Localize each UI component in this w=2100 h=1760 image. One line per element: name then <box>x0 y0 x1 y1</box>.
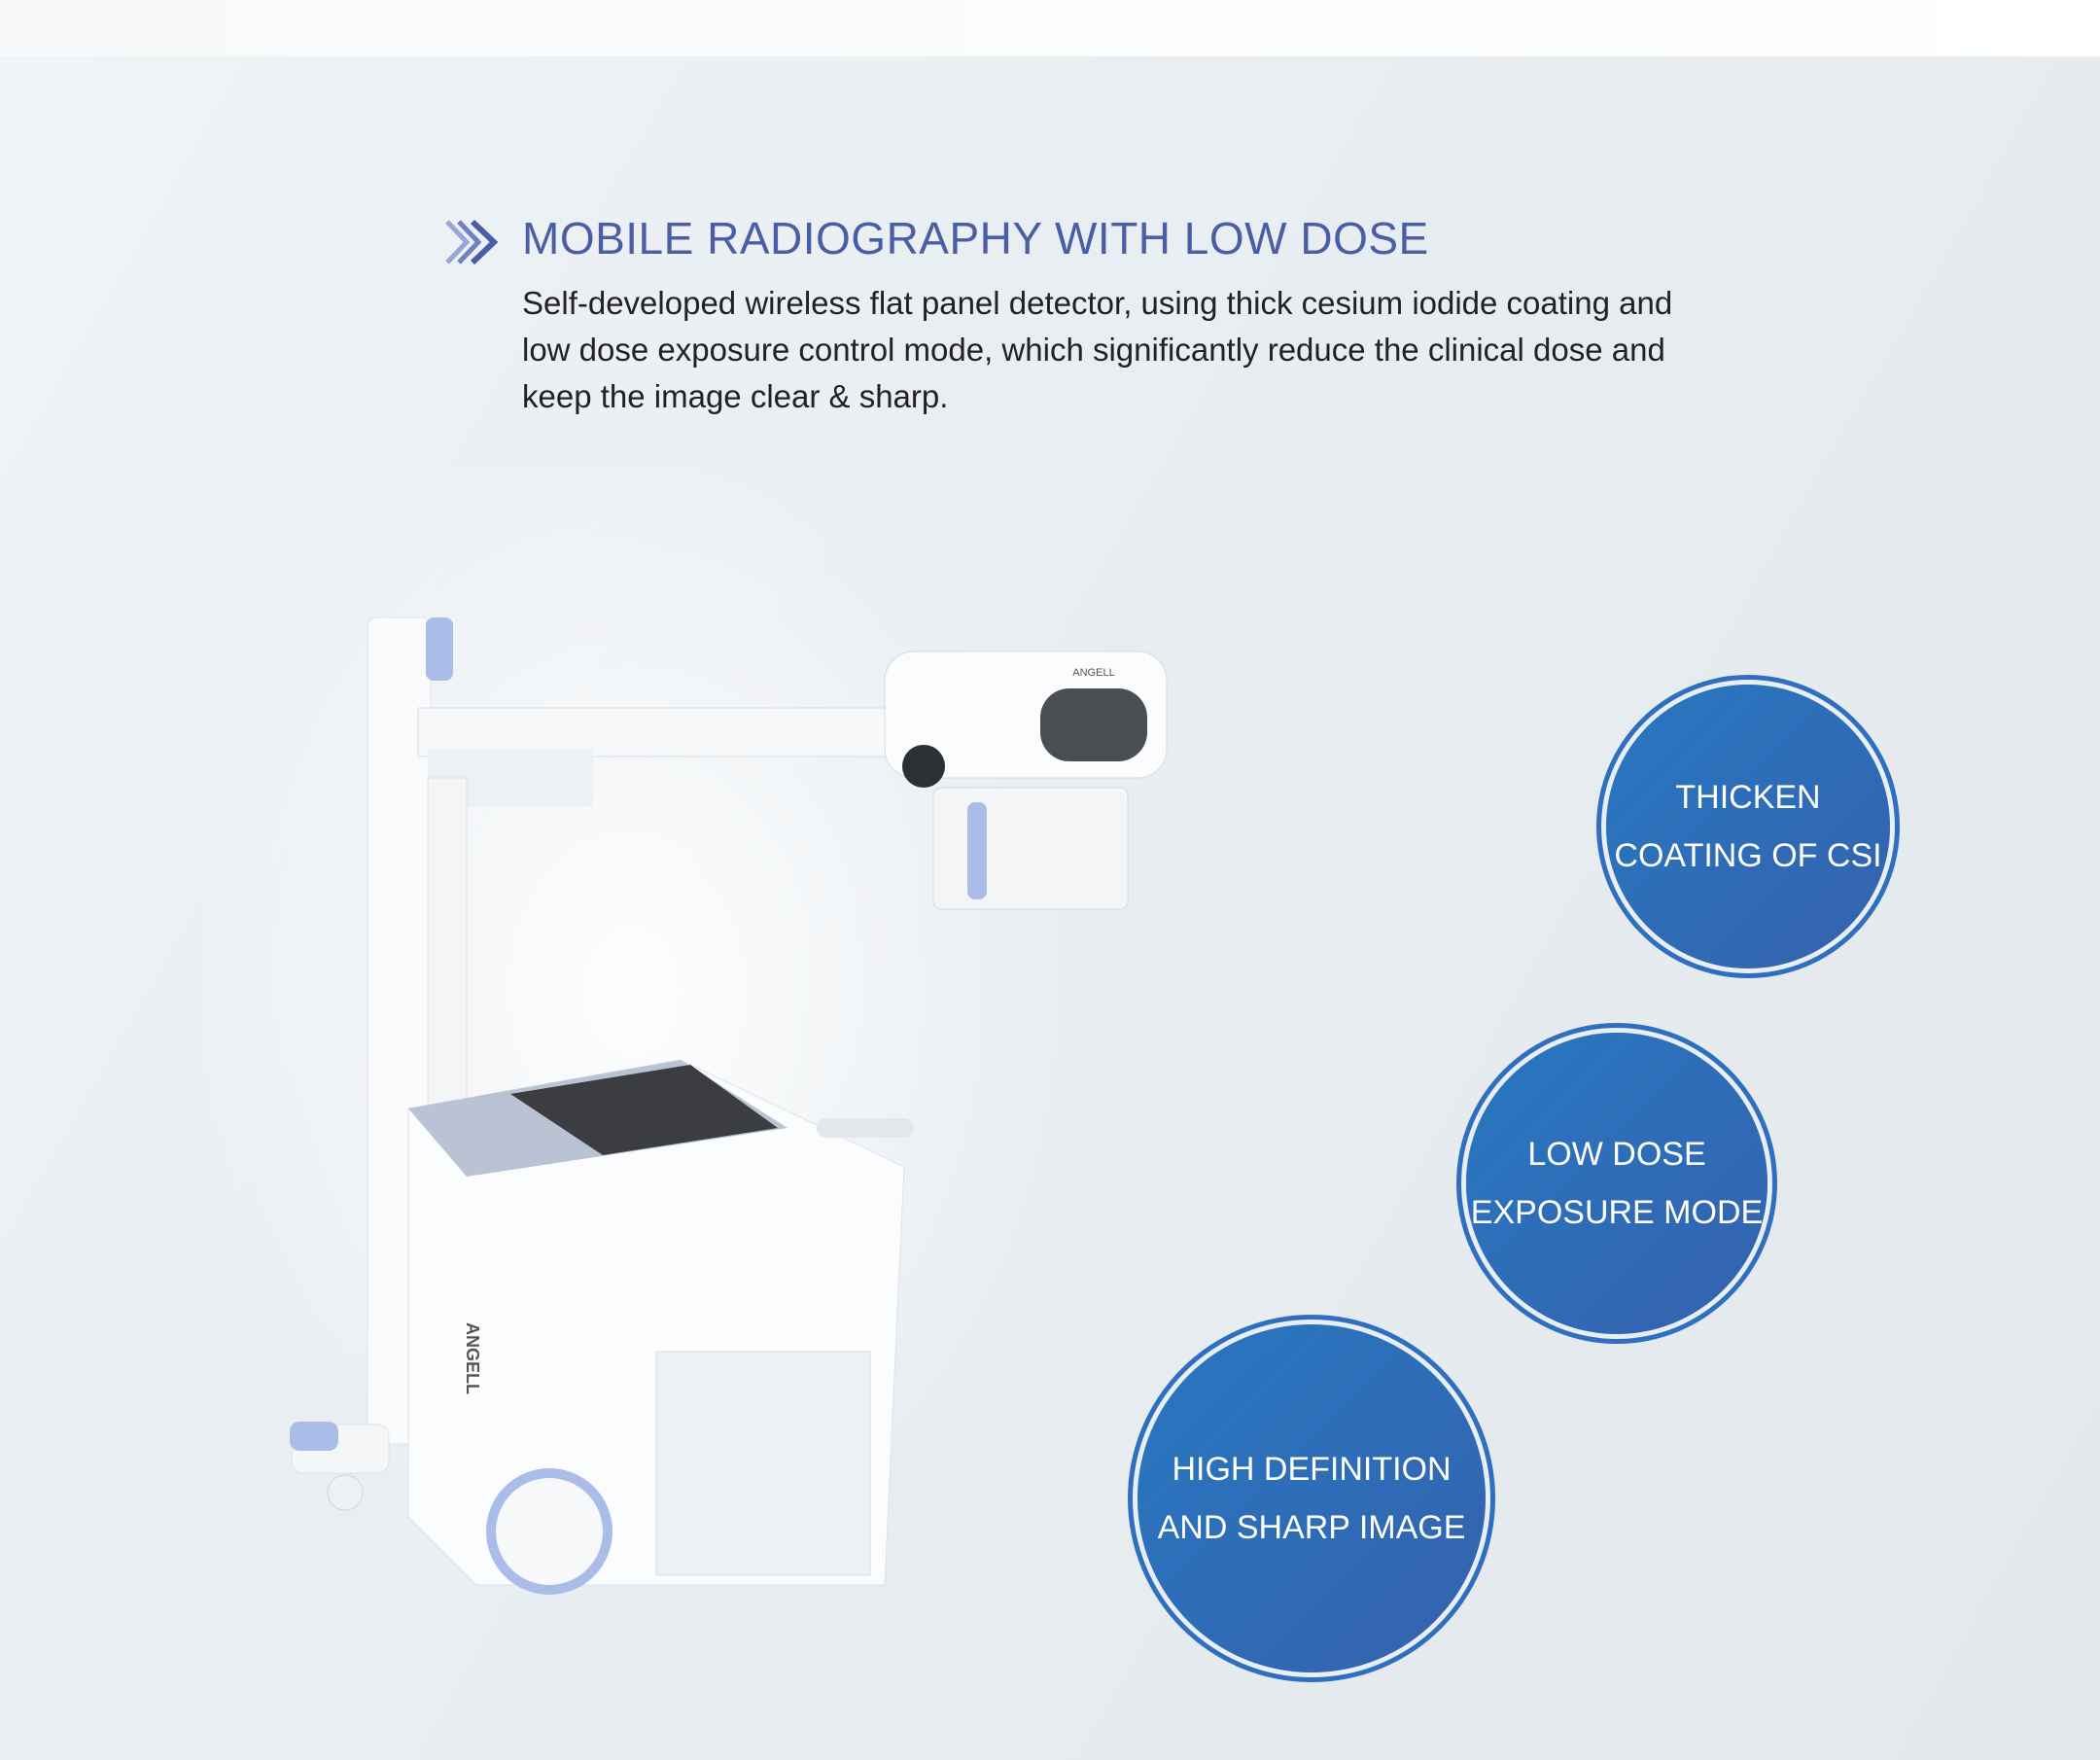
feature-bubble-high-definition: HIGH DEFINITION AND SHARP IMAGE <box>1138 1324 1486 1672</box>
description-line: keep the image clear & sharp. <box>522 378 949 414</box>
description-line: low dose exposure control mode, which si… <box>522 332 1665 368</box>
feature-line: AND SHARP IMAGE <box>1157 1509 1466 1546</box>
brand-side-label: ANGELL <box>463 1322 482 1394</box>
double-chevron-right-icon <box>445 219 499 265</box>
section-description: Self-developed wireless flat panel detec… <box>522 280 1825 420</box>
top-bar <box>0 0 2100 56</box>
brand-label: ANGELL <box>1072 667 1114 679</box>
feature-line: THICKEN <box>1675 779 1821 816</box>
feature-bubble-low-dose: LOW DOSE EXPOSURE MODE <box>1466 1033 1768 1334</box>
feature-line: EXPOSURE MODE <box>1470 1194 1764 1231</box>
feature-line: LOW DOSE <box>1527 1136 1706 1173</box>
feature-line: COATING OF CSI <box>1614 837 1882 874</box>
section-title: MOBILE RADIOGRAPHY WITH LOW DOSE <box>522 213 1429 264</box>
mobile-xray-machine-image: ANGELL ANGELL <box>290 616 1168 1595</box>
feature-bubble-csi-coating: THICKEN COATING OF CSI <box>1606 685 1890 968</box>
feature-line: HIGH DEFINITION <box>1172 1451 1452 1488</box>
description-line: Self-developed wireless flat panel detec… <box>522 285 1673 321</box>
